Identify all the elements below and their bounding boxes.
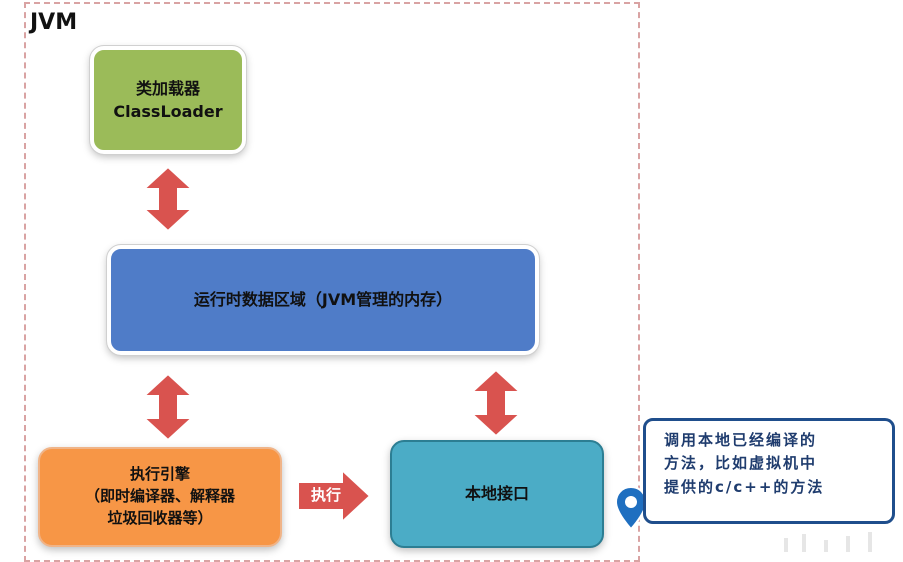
- execution-engine-detail-2: 垃圾回收器等）: [107, 508, 213, 527]
- execution-engine-title: 执行引擎: [129, 465, 190, 484]
- execution-engine-detail-1: （即时编译器、解释器: [84, 487, 235, 506]
- runtime-data-area-box: 运行时数据区域（JVM管理的内存）: [106, 244, 540, 356]
- right-arrow-icon: [297, 468, 372, 524]
- native-method-callout: 调用本地已经编译的 方法，比如虚拟机中 提供的c/c++的方法: [643, 418, 895, 524]
- double-arrow-icon: [141, 372, 195, 442]
- double-arrow-icon: [469, 368, 523, 438]
- jvm-title: JVM: [30, 10, 78, 35]
- double-arrow-icon: [141, 165, 195, 233]
- classloader-box: 类加载器 ClassLoader: [89, 45, 247, 155]
- classloader-label-en: ClassLoader: [113, 102, 223, 121]
- execution-engine-box: 执行引擎 （即时编译器、解释器 垃圾回收器等）: [38, 447, 282, 547]
- callout-line-2: 方法，比如虚拟机中: [664, 454, 818, 473]
- callout-line-3: 提供的c/c++的方法: [664, 477, 825, 496]
- watermark-mark-icon: [784, 532, 872, 552]
- execute-label: 执行: [311, 486, 342, 504]
- native-interface-label: 本地接口: [464, 484, 529, 504]
- classloader-label-cn: 类加载器: [135, 78, 200, 98]
- runtime-data-area-label: 运行时数据区域（JVM管理的内存）: [193, 290, 453, 310]
- callout-line-1: 调用本地已经编译的: [664, 431, 818, 449]
- native-interface-box: 本地接口: [390, 440, 604, 548]
